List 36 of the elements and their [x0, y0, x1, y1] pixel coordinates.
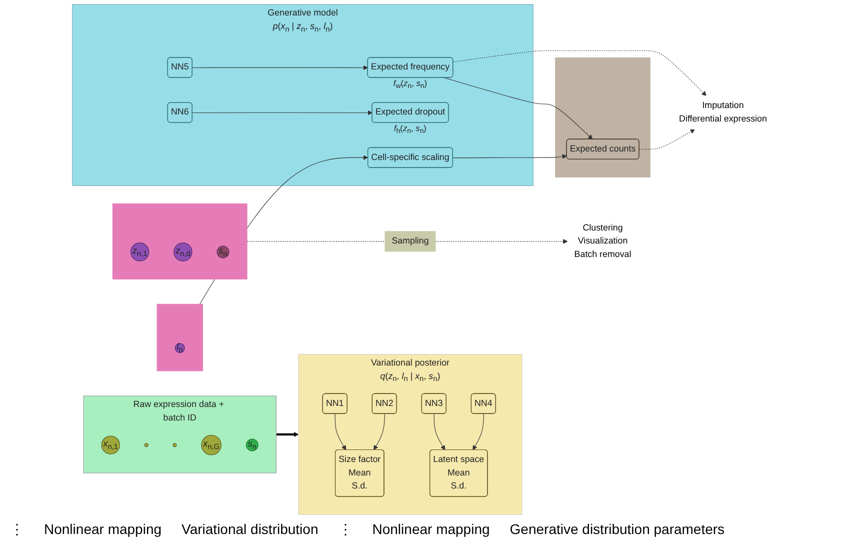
- node-circle: [172, 443, 177, 447]
- note-label: ⋮: [10, 521, 24, 537]
- note-label: ⋮: [338, 521, 352, 537]
- node-circle: z$_{n,d}$: [174, 242, 192, 262]
- node-circle: x$_{n,1}$: [101, 436, 120, 454]
- arrow: [192, 65, 368, 70]
- node-text: Imputation Differential expression: [679, 100, 767, 124]
- arrow: [374, 414, 385, 450]
- cluster: [555, 57, 650, 178]
- arrow: [334, 414, 346, 450]
- note-label: Generative distribution parameters: [510, 521, 725, 537]
- node-circle: [144, 443, 148, 447]
- arrow: [452, 50, 707, 96]
- note-label: Variational distribution: [182, 521, 318, 537]
- node-circle: l$_{n}$: [174, 343, 185, 354]
- note-label: Nonlinear mapping: [372, 521, 490, 537]
- node-circle: z$_{n,1}$: [130, 242, 150, 262]
- node-box: Sampling: [384, 231, 436, 252]
- arrow: [435, 238, 568, 244]
- arrow: [276, 432, 299, 437]
- function-label: f$_{h}$(z$_{n}$, s$_{n}$): [393, 124, 428, 135]
- cluster: [112, 203, 248, 280]
- node-circle: s$_{n}$: [246, 438, 258, 452]
- arrow: [192, 110, 373, 116]
- arrow: [434, 414, 446, 450]
- arrow: [452, 154, 568, 159]
- note-label: Nonlinear mapping: [44, 521, 162, 537]
- node-text: Clustering Visualization Batch removal: [574, 223, 632, 260]
- node-circle: s$_{n}$: [216, 246, 230, 258]
- arrow: [444, 77, 593, 140]
- connector: [246, 241, 386, 242]
- node-circle: x$_{n,G}$: [201, 434, 222, 456]
- arrow: [472, 414, 484, 450]
- arrow: [639, 128, 696, 150]
- cluster: [156, 304, 203, 372]
- function-label: f$_{w}$(z$_{n}$, s$_{n}$): [392, 78, 428, 90]
